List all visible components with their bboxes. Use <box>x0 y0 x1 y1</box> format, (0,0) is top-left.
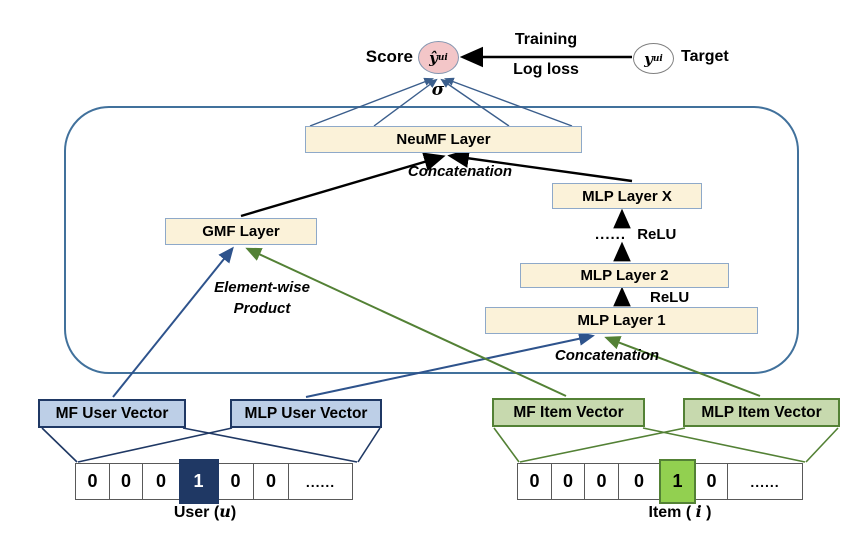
user-cell: 0 <box>217 463 254 500</box>
user-input-label: User (u) <box>120 502 290 522</box>
user-cell: 0 <box>75 463 110 500</box>
concat-arrows-to-neumf <box>240 148 633 218</box>
item-label-prefix: Item ( <box>648 504 696 521</box>
score-label: Score <box>365 47 413 66</box>
mlp-layer-x-box: MLP Layer X <box>552 183 702 209</box>
training-label: Training <box>514 31 578 48</box>
item-lookup-lines <box>493 427 839 463</box>
model-container-outline <box>64 106 799 374</box>
elementwise-line2: Product <box>233 300 291 317</box>
item-onehot-vector: 0 0 0 0 1 0 ...... <box>517 459 803 508</box>
target-label: Target <box>681 48 729 65</box>
item-embedding-arrows <box>245 247 761 397</box>
item-cell: 0 <box>517 463 552 500</box>
item-cell-ellipsis: ...... <box>727 463 803 500</box>
user-cell-ellipsis: ...... <box>288 463 353 500</box>
mlp-dots-relu-label: ...... ReLU <box>595 226 676 243</box>
item-cell: 0 <box>550 463 586 500</box>
user-cell: 0 <box>108 463 144 500</box>
item-cell-hot: 1 <box>659 459 696 504</box>
gmf-layer-box: GMF Layer <box>165 218 317 245</box>
item-cell: 0 <box>694 463 729 500</box>
item-label-variable: i <box>695 502 702 521</box>
neumf-layer-box: NeuMF Layer <box>305 126 582 153</box>
dots-label: ...... <box>595 226 627 243</box>
sigma-activation-label: σ <box>431 80 445 100</box>
user-cell: 0 <box>142 463 180 500</box>
mlp-layer-2-box: MLP Layer 2 <box>520 263 729 288</box>
relu-upper-label: ReLU <box>637 226 677 243</box>
user-cell: 0 <box>252 463 290 500</box>
yhat-symbol: ŷ <box>429 48 438 67</box>
mlp-user-vector-box: MLP User Vector <box>230 399 382 428</box>
mlp-layer-1-box: MLP Layer 1 <box>485 307 758 334</box>
y-symbol: y <box>644 49 653 68</box>
user-label-suffix: ) <box>230 504 237 521</box>
user-label-variable: u <box>219 502 231 521</box>
item-cell: 0 <box>617 463 661 500</box>
user-embedding-arrows <box>112 246 595 398</box>
item-cell: 0 <box>584 463 619 500</box>
elementwise-product-label: Element-wise Product <box>182 277 342 319</box>
concatenation-top-label: Concatenation <box>407 163 513 180</box>
mf-item-vector-box: MF Item Vector <box>492 398 645 427</box>
user-lookup-lines <box>41 427 381 463</box>
user-label-prefix: User ( <box>173 504 220 521</box>
neumf-to-sigma-fan <box>309 77 573 127</box>
mf-user-vector-box: MF User Vector <box>38 399 186 428</box>
user-onehot-vector: 0 0 0 1 0 0 ...... <box>75 459 353 508</box>
concatenation-bottom-label: Concatenation <box>554 347 660 364</box>
item-input-label: Item ( i ) <box>595 502 765 522</box>
relu-lower-label: ReLU <box>650 289 690 306</box>
log-loss-label: Log loss <box>513 61 579 78</box>
user-cell-hot: 1 <box>178 459 219 504</box>
item-label-suffix: ) <box>701 504 712 521</box>
elementwise-line1: Element-wise <box>214 279 310 296</box>
mlp-item-vector-box: MLP Item Vector <box>683 398 840 427</box>
